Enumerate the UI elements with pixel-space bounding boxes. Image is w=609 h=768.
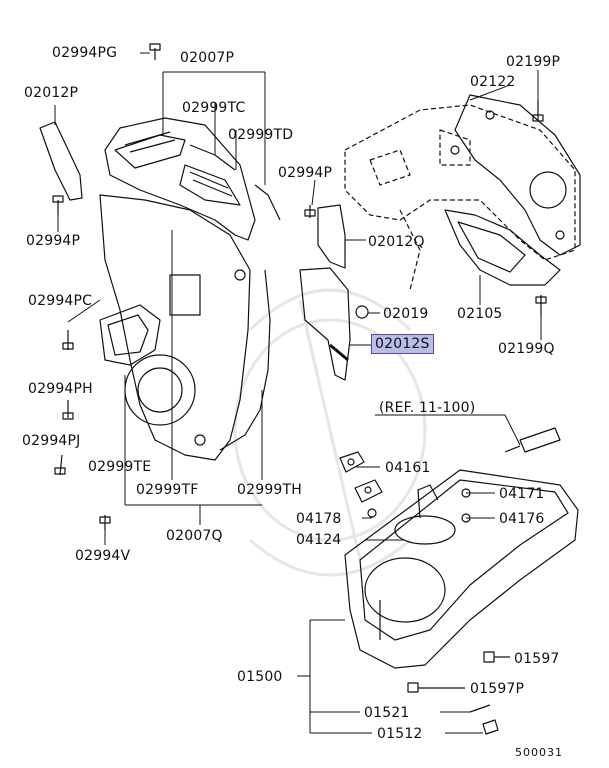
bolt-02994P	[52, 195, 64, 215]
label-04161: 04161	[385, 460, 431, 476]
bolt-02994PH	[62, 400, 74, 420]
label-02994PG: 02994PG	[52, 45, 118, 61]
rear-plate-02122	[450, 94, 581, 256]
label-01512: 01512	[377, 726, 423, 742]
bracket-02012Q	[317, 204, 346, 269]
label-04171: 04171	[499, 486, 545, 502]
gasket-04161	[339, 451, 365, 473]
grommet-02019	[355, 305, 369, 319]
oil-pan	[344, 469, 579, 669]
drain-plug-01597	[483, 651, 510, 663]
oil-strainer	[394, 484, 456, 545]
bolt-02199Q	[535, 295, 547, 315]
label-01500: 01500	[237, 669, 283, 685]
label-02105: 02105	[457, 306, 503, 322]
label-02019: 02019	[383, 306, 429, 322]
label-02999TD: 02999TD	[228, 127, 294, 143]
bolt-02994P-top	[304, 205, 316, 218]
label-02007Q: 02007Q	[166, 528, 223, 544]
bolt-02199P	[532, 100, 544, 122]
label-02994PJ: 02994PJ	[22, 433, 81, 449]
bolt-02994PC	[62, 330, 74, 350]
label-02199P: 02199P	[506, 54, 561, 70]
label-02994P-top: 02994P	[278, 165, 333, 181]
label-02012Q: 02012Q	[368, 234, 425, 250]
bracket-02012S	[299, 267, 351, 381]
engine-block-outline	[344, 104, 576, 291]
bolt-02994PG	[149, 43, 161, 60]
drain-plug-01512	[482, 719, 499, 735]
bolt-02994PJ	[54, 454, 66, 476]
gasket-02999TC	[189, 144, 236, 171]
drain-plug-01597P	[407, 682, 465, 693]
bracket-02012P	[39, 121, 83, 201]
label-04176: 04176	[499, 511, 545, 527]
gasket-02999TD	[254, 184, 281, 221]
label-04124: 04124	[296, 532, 342, 548]
label-02012P: 02012P	[24, 85, 79, 101]
bolt-04178	[367, 508, 377, 518]
label-02999TE: 02999TE	[88, 459, 152, 475]
label-02994V: 02994V	[75, 548, 131, 564]
gasket-02999TH	[219, 269, 271, 451]
label-02994PC: 02994PC	[28, 293, 93, 309]
label-02199Q: 02199Q	[498, 341, 555, 357]
label-ref: (REF. 11-100)	[379, 400, 476, 416]
leader-lines	[54, 52, 542, 734]
lower-cover-02105	[444, 209, 561, 286]
gasket-01521	[469, 704, 491, 713]
label-01597P: 01597P	[470, 681, 525, 697]
label-01597: 01597	[514, 651, 560, 667]
upper-timing-cover	[104, 117, 256, 241]
diagram-number: 500031	[515, 746, 563, 759]
label-02122: 02122	[470, 74, 516, 90]
label-04178: 04178	[296, 511, 342, 527]
sensor-guard	[99, 304, 161, 366]
label-02012S-highlighted[interactable]: 02012S	[371, 334, 434, 354]
gasket-04161b	[354, 479, 383, 503]
lower-timing-cover	[99, 194, 251, 461]
label-01521: 01521	[364, 705, 410, 721]
sealant-tube	[504, 427, 561, 453]
label-02999TH: 02999TH	[237, 482, 303, 498]
label-02994PH: 02994PH	[28, 381, 93, 397]
label-02007P: 02007P	[180, 50, 235, 66]
watermark	[233, 288, 427, 577]
bolt-02994V	[99, 515, 111, 530]
label-02999TF: 02999TF	[136, 482, 199, 498]
label-02994P-left: 02994P	[26, 233, 81, 249]
label-02999TC: 02999TC	[182, 100, 246, 116]
